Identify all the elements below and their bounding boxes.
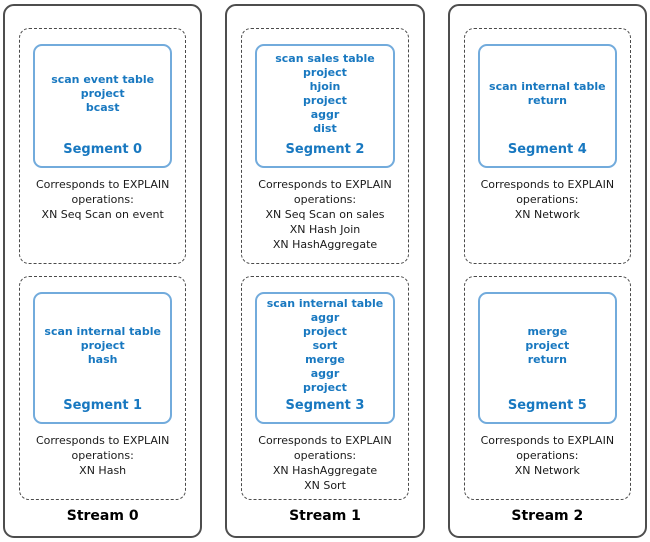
- segment-group-2: scan sales table project hjoin project a…: [241, 28, 409, 264]
- segment-box-0: scan event table project bcast Segment 0: [33, 44, 173, 168]
- segment-title: Segment 1: [63, 398, 143, 413]
- stream-panel-2: scan internal table return Segment 4 Cor…: [447, 4, 647, 538]
- explain-line: operations:: [516, 193, 579, 206]
- stream-panel-1: scan sales table project hjoin project a…: [225, 4, 425, 538]
- explain-text: Corresponds to EXPLAIN operations: XN Ne…: [478, 177, 617, 222]
- segment-title: Segment 3: [285, 398, 365, 413]
- segment-op: scan sales table: [275, 52, 375, 65]
- segment-op: project: [303, 381, 347, 394]
- explain-text: Corresponds to EXPLAIN operations: XN Ha…: [255, 433, 394, 493]
- segment-operations: scan sales table project hjoin project a…: [257, 46, 392, 142]
- segment-op: merge: [305, 353, 345, 366]
- segment-op: project: [303, 66, 347, 79]
- segment-op: scan internal table: [489, 80, 606, 93]
- segment-group-0: scan event table project bcast Segment 0…: [19, 28, 187, 264]
- segment-op: hjoin: [309, 80, 341, 93]
- segment-operations: scan event table project bcast: [35, 46, 170, 142]
- explain-line: Corresponds to EXPLAIN: [35, 178, 170, 191]
- segment-op: project: [303, 94, 347, 107]
- explain-line: Corresponds to EXPLAIN: [258, 178, 392, 191]
- stream-panel-0: scan event table project bcast Segment 0…: [3, 4, 203, 538]
- explain-text: Corresponds to EXPLAIN operations: XN Se…: [33, 177, 172, 222]
- segment-group-1: scan internal table project hash Segment…: [19, 276, 187, 500]
- explain-line: operations:: [71, 193, 134, 206]
- explain-text: Corresponds to EXPLAIN operations: XN Se…: [255, 177, 394, 252]
- explain-line: XN Hash: [79, 464, 127, 477]
- segment-box-4: scan internal table return Segment 4: [477, 44, 617, 168]
- stream-label: Stream 0: [66, 508, 139, 524]
- explain-line: XN Network: [514, 208, 580, 221]
- segment-op: merge: [527, 325, 568, 338]
- segment-group-3: scan internal table aggr project sort me…: [241, 276, 409, 500]
- explain-text: Corresponds to EXPLAIN operations: XN Ne…: [478, 433, 617, 478]
- explain-line: XN Sort: [304, 479, 346, 492]
- explain-line: XN Hash Join: [289, 223, 361, 236]
- segment-op: hash: [87, 353, 118, 366]
- segment-op: scan event table: [51, 73, 155, 86]
- segment-title: Segment 4: [507, 142, 587, 157]
- segment-operations: scan internal table project hash: [35, 294, 170, 398]
- segment-operations: merge project return: [480, 294, 615, 398]
- segment-op: project: [525, 339, 570, 352]
- segment-box-5: merge project return Segment 5: [477, 292, 617, 424]
- segment-title: Segment 5: [507, 398, 587, 413]
- explain-line: XN Seq Scan on event: [41, 208, 164, 221]
- stream-label: Stream 2: [511, 508, 584, 524]
- explain-line: XN HashAggregate: [272, 238, 378, 251]
- explain-line: XN Seq Scan on sales: [265, 208, 385, 221]
- segment-group-4: scan internal table return Segment 4 Cor…: [463, 28, 631, 264]
- segment-box-2: scan sales table project hjoin project a…: [255, 44, 395, 168]
- explain-line: operations:: [71, 449, 134, 462]
- segment-box-3: scan internal table aggr project sort me…: [255, 292, 395, 424]
- segment-group-5: merge project return Segment 5 Correspon…: [463, 276, 631, 500]
- explain-line: operations:: [293, 449, 357, 462]
- explain-line: Corresponds to EXPLAIN: [480, 434, 615, 447]
- segment-op: project: [303, 325, 347, 338]
- explain-line: Corresponds to EXPLAIN: [35, 434, 170, 447]
- explain-line: operations:: [293, 193, 357, 206]
- segment-operations: scan internal table return: [480, 46, 615, 142]
- explain-line: XN Network: [514, 464, 580, 477]
- segment-operations: scan internal table aggr project sort me…: [257, 294, 392, 398]
- segment-op: bcast: [85, 101, 120, 114]
- segment-op: return: [527, 353, 567, 366]
- explain-text: Corresponds to EXPLAIN operations: XN Ha…: [33, 433, 172, 478]
- segment-op: return: [527, 94, 567, 107]
- stream-label: Stream 1: [289, 508, 361, 524]
- segment-title: Segment 2: [285, 142, 365, 157]
- segment-op: sort: [312, 339, 338, 352]
- explain-line: Corresponds to EXPLAIN: [480, 178, 615, 191]
- segment-op: aggr: [310, 311, 340, 324]
- segment-title: Segment 0: [63, 142, 143, 157]
- explain-line: XN HashAggregate: [272, 464, 378, 477]
- segment-box-1: scan internal table project hash Segment…: [33, 292, 173, 424]
- segment-op: project: [80, 87, 125, 100]
- segment-op: project: [80, 339, 125, 352]
- segment-op: scan internal table: [44, 325, 161, 338]
- explain-line: operations:: [516, 449, 579, 462]
- explain-line: Corresponds to EXPLAIN: [258, 434, 392, 447]
- segment-op: dist: [313, 122, 337, 135]
- segment-op: aggr: [310, 367, 340, 380]
- segment-op: scan internal table: [266, 297, 384, 310]
- segment-op: aggr: [310, 108, 340, 121]
